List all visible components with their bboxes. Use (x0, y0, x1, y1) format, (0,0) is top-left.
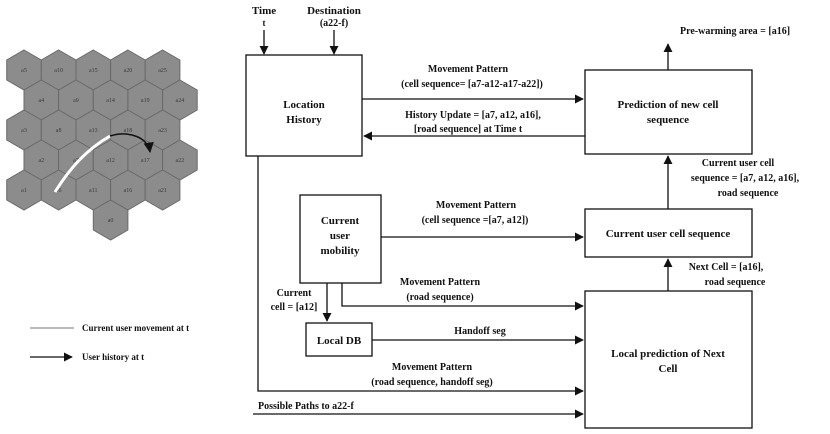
hex-cell-label: a0 (108, 218, 114, 224)
current-user-cell-sequence-label: Current user cell sequence (606, 228, 731, 240)
hex-cell-label: a8 (56, 128, 62, 134)
hex-cell-label: a2 (38, 158, 44, 164)
current-user-mobility-line2: user (330, 230, 350, 242)
movement-pattern-mid-line2: (cell sequence =[a7, a12]) (422, 215, 529, 226)
hex-cell (92, 199, 129, 241)
current-user-mobility-line3: mobility (320, 245, 360, 257)
hex-cell-label: a11 (89, 188, 97, 194)
hex-cell-label: a25 (158, 68, 167, 74)
user-history-path (109, 133, 154, 154)
next-cell-line2: road sequence (705, 277, 766, 288)
hex-cell-label: a21 (158, 188, 167, 194)
hex-cell-label: a7 (73, 158, 79, 164)
local-prediction-line1: Local prediction of Next (611, 348, 725, 360)
hex-cell-label: a16 (124, 188, 133, 194)
local-prediction-line2: Cell (659, 363, 678, 375)
current-user-cell-seq-right-line3: road sequence (718, 188, 779, 199)
possible-paths-label: Possible Paths to a22-f (258, 401, 355, 412)
hex-cell-label: a12 (106, 158, 115, 164)
time-label: Time (252, 5, 276, 17)
hex-cell-label: a20 (124, 68, 133, 74)
prediction-new-cell-box (584, 69, 753, 155)
hex-cell-label: a13 (89, 128, 98, 134)
local-prediction-box (584, 290, 753, 429)
hex-cell-label: a15 (89, 68, 98, 74)
hex-cell (144, 169, 181, 211)
hex-cell-label: a4 (38, 98, 44, 104)
history-update-line2: [road sequence] at Time t (414, 124, 523, 135)
movement-pattern-bottom-line1: Movement Pattern (392, 362, 473, 373)
legend: Current user movement at t User history … (30, 323, 189, 362)
movement-pattern-top-line2: (cell sequence= [a7-a12-a17-a22]) (401, 79, 543, 90)
hex-cell-label: a9 (73, 98, 79, 104)
hex-cell-label: a6 (56, 188, 62, 194)
hex-cell-label: a19 (141, 98, 150, 104)
local-db-label: Local DB (317, 335, 362, 347)
current-movement-path (53, 134, 111, 193)
current-cell-line2: cell = [a12] (271, 302, 318, 313)
location-history-box (245, 54, 363, 157)
current-user-cell-sequence-box (584, 208, 753, 258)
prewarming-label: Pre-warming area = [a16] (680, 26, 790, 37)
arrow-history-road-handoff (257, 156, 584, 396)
hex-cell-label: a5 (21, 68, 27, 74)
hex-cell-label: a24 (176, 98, 185, 104)
time-sub: t (263, 18, 266, 28)
current-cell-line1: Current (277, 288, 312, 299)
movement-pattern-road-line2: (road sequence) (406, 292, 473, 303)
hex-cell-label: a1 (21, 188, 27, 194)
current-user-cell-seq-right-line1: Current user cell (702, 158, 775, 169)
hex-cell-label: a10 (54, 68, 63, 74)
movement-pattern-bottom-line2: (road sequence, handoff seg) (371, 377, 492, 388)
legend-current-movement: Current user movement at t (82, 323, 189, 333)
destination-sub: (a22-f) (320, 18, 348, 29)
cell-hexagon-map: a5 a10 a15 a20 a25 a4 a9 a14 a19 a24 a3 a8 a13 a18 a23… (6, 49, 198, 241)
history-update-line1: History Update = [a7, a12, a16], (405, 110, 541, 121)
hex-cell-label: a14 (106, 98, 115, 104)
location-history-line1: Location (283, 99, 325, 111)
hex-cell-label: a23 (158, 128, 167, 134)
destination-label: Destination (307, 5, 361, 17)
handoff-seg-label: Handoff seg (454, 326, 505, 337)
current-user-cell-seq-right-line2: sequence = [a7, a12, a16], (691, 173, 800, 184)
movement-pattern-road-line1: Movement Pattern (400, 277, 481, 288)
prediction-new-cell-line2: sequence (647, 114, 689, 126)
current-user-mobility-line1: Current (321, 215, 360, 227)
movement-pattern-mid-line1: Movement Pattern (436, 200, 517, 211)
hex-cell-label: a3 (21, 128, 27, 134)
hex-cell-label: a18 (124, 128, 133, 134)
movement-pattern-top-line1: Movement Pattern (428, 64, 509, 75)
hex-cell-label: a22 (176, 158, 185, 164)
current-user-mobility-box (299, 194, 382, 284)
location-history-line2: History (286, 114, 322, 126)
prediction-new-cell-line1: Prediction of new cell (618, 99, 719, 111)
legend-user-history: User history at t (82, 352, 144, 362)
arrow-mobility-road-sequence (341, 283, 584, 311)
hex-cell-label: a17 (141, 158, 150, 164)
local-db-box (305, 322, 373, 357)
next-cell-line1: Next Cell = [a16], (689, 262, 764, 273)
